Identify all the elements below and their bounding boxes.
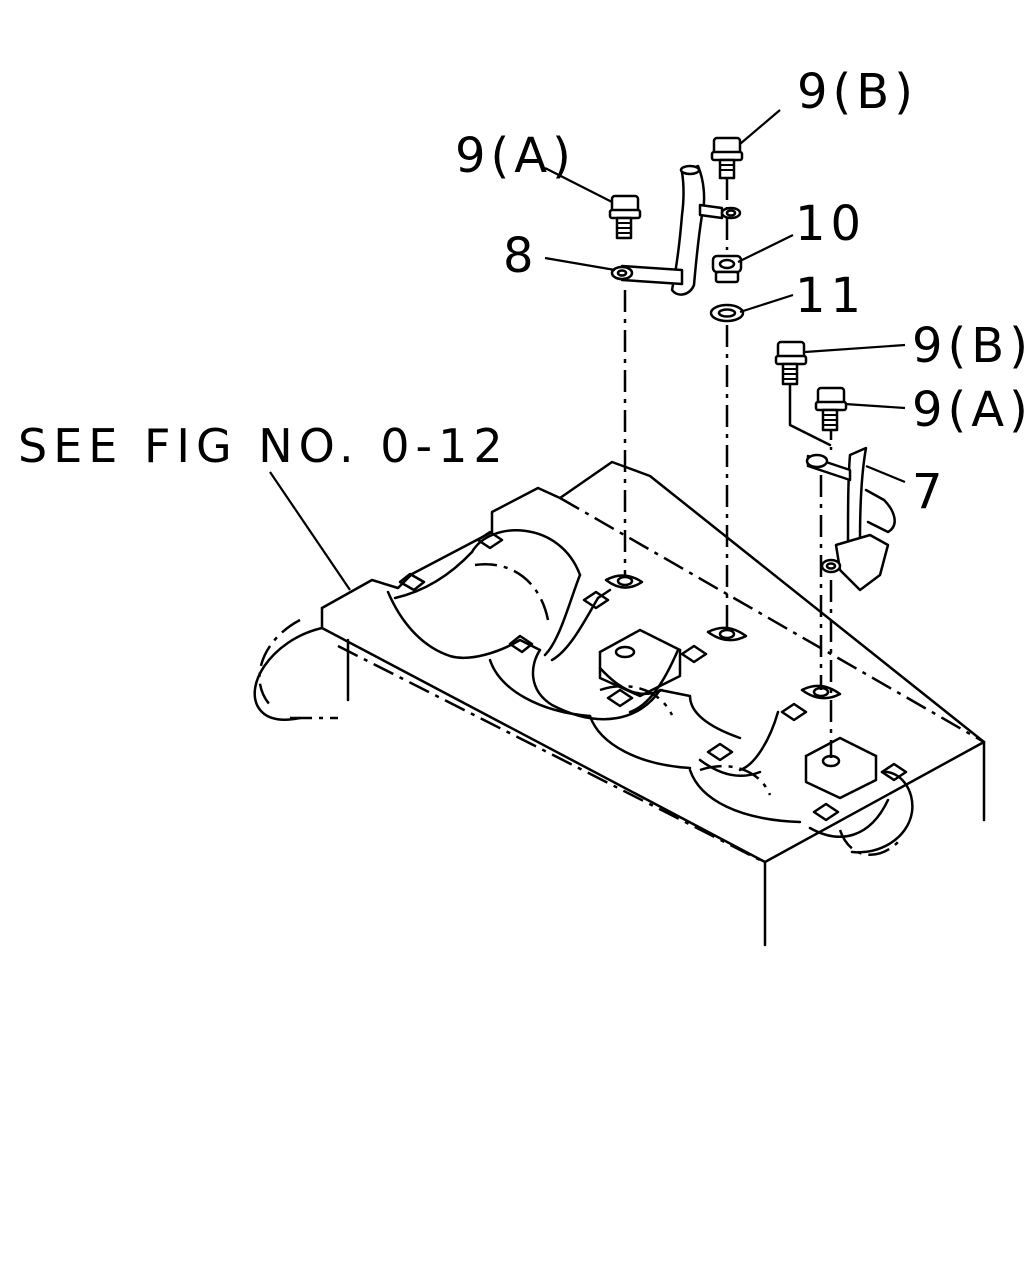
callout-11: 11 [795,268,866,324]
callout-9b-top: 9(B) [797,64,918,120]
bracket-7 [805,446,896,592]
bolt-9a-top [608,194,642,240]
callout-9a-top: 9(A) [455,128,576,184]
callout-8: 8 [503,228,539,284]
bolt-9b-top [710,136,744,180]
leader-lines [269,109,906,591]
nut-10 [711,254,743,284]
callout-7: 7 [912,464,948,520]
engine-block [253,460,986,947]
bolt-9b-right [774,340,808,386]
callout-9b-right: 9(B) [912,318,1024,374]
callout-10: 10 [795,196,866,252]
washer-11 [709,303,745,323]
assembly-center-lines [623,178,833,758]
reference-note: SEE FIG NO. 0-12 [18,419,509,473]
callout-9a-right: 9(A) [912,382,1024,438]
gauge-guide-tube [610,164,742,296]
bolt-9a-right [814,386,848,432]
